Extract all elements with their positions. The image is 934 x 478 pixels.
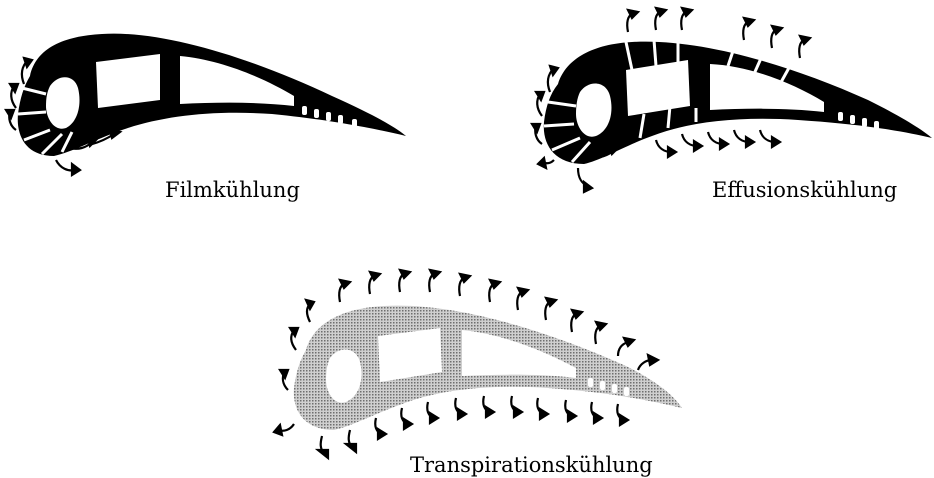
cooling-flow-arrow-icon — [656, 140, 676, 157]
cooling-flow-arrow-icon — [681, 8, 692, 30]
effusion-cooling-figure — [532, 8, 932, 192]
cooling-flow-arrow-icon — [511, 396, 522, 417]
cooling-flow-arrow-icon — [617, 404, 628, 425]
cooling-flow-arrow-icon — [734, 130, 754, 147]
cooling-flow-arrow-icon — [627, 10, 638, 32]
cooling-flow-arrow-icon — [743, 18, 754, 40]
cooling-flow-arrow-icon — [483, 396, 494, 417]
cooling-flow-arrow-icon — [536, 92, 544, 116]
cooling-flow-arrow-icon — [517, 288, 528, 310]
cooling-flow-arrow-icon — [455, 398, 466, 419]
cooling-flow-arrow-icon — [346, 430, 356, 452]
cooling-flow-arrow-icon — [6, 110, 16, 130]
cooling-flow-arrow-icon — [56, 160, 80, 175]
cooling-flow-arrow-icon — [290, 328, 298, 350]
cooling-flow-arrow-icon — [427, 402, 438, 423]
transpiration-cooling-figure — [274, 270, 682, 458]
cooling-flow-arrow-icon — [339, 280, 350, 302]
cooling-flow-arrow-icon — [638, 355, 658, 370]
cooling-flow-arrow-icon — [537, 398, 548, 419]
cooling-flow-arrow-icon — [618, 338, 634, 356]
cooling-flow-arrow-icon — [571, 310, 582, 332]
cooling-flow-arrow-icon — [565, 400, 576, 421]
cooling-flow-arrow-icon — [545, 298, 556, 320]
cooling-flow-arrow-icon — [799, 36, 810, 58]
cooling-flow-arrow-icon — [532, 124, 542, 144]
cooling-flow-arrow-icon — [318, 436, 328, 458]
cooling-flow-arrow-icon — [401, 408, 412, 429]
film-caption: Filmkühlung — [165, 178, 300, 202]
cooling-flow-arrow-icon — [708, 132, 728, 149]
cooling-flow-arrow-icon — [578, 168, 592, 192]
cooling-flow-arrow-icon — [369, 272, 380, 294]
cooling-flow-arrow-icon — [429, 270, 440, 292]
film-mid-cavity — [96, 54, 160, 108]
cooling-flow-arrow-icon — [274, 424, 294, 435]
film-cooling-figure — [6, 34, 406, 175]
cooling-flow-arrow-icon — [459, 274, 470, 296]
cooling-flow-arrow-icon — [306, 300, 314, 322]
effusion-caption: Effusionskühlung — [712, 178, 897, 202]
cooling-flow-arrow-icon — [489, 280, 500, 302]
cooling-flow-arrow-icon — [10, 84, 18, 108]
cooling-flow-arrow-icon — [760, 130, 780, 147]
cooling-flow-arrow-icon — [538, 158, 554, 168]
cooling-flow-arrow-icon — [655, 8, 666, 30]
cooling-flow-arrow-icon — [595, 322, 606, 344]
transpiration-caption: Transpirationskühlung — [410, 453, 653, 477]
cooling-flow-arrow-icon — [399, 270, 410, 292]
cooling-flow-arrow-icon — [771, 26, 782, 48]
cooling-flow-arrow-icon — [682, 134, 702, 151]
cooling-flow-arrow-icon — [591, 402, 602, 423]
cooling-flow-arrow-icon — [375, 418, 386, 439]
cooling-flow-arrow-icon — [280, 370, 288, 390]
